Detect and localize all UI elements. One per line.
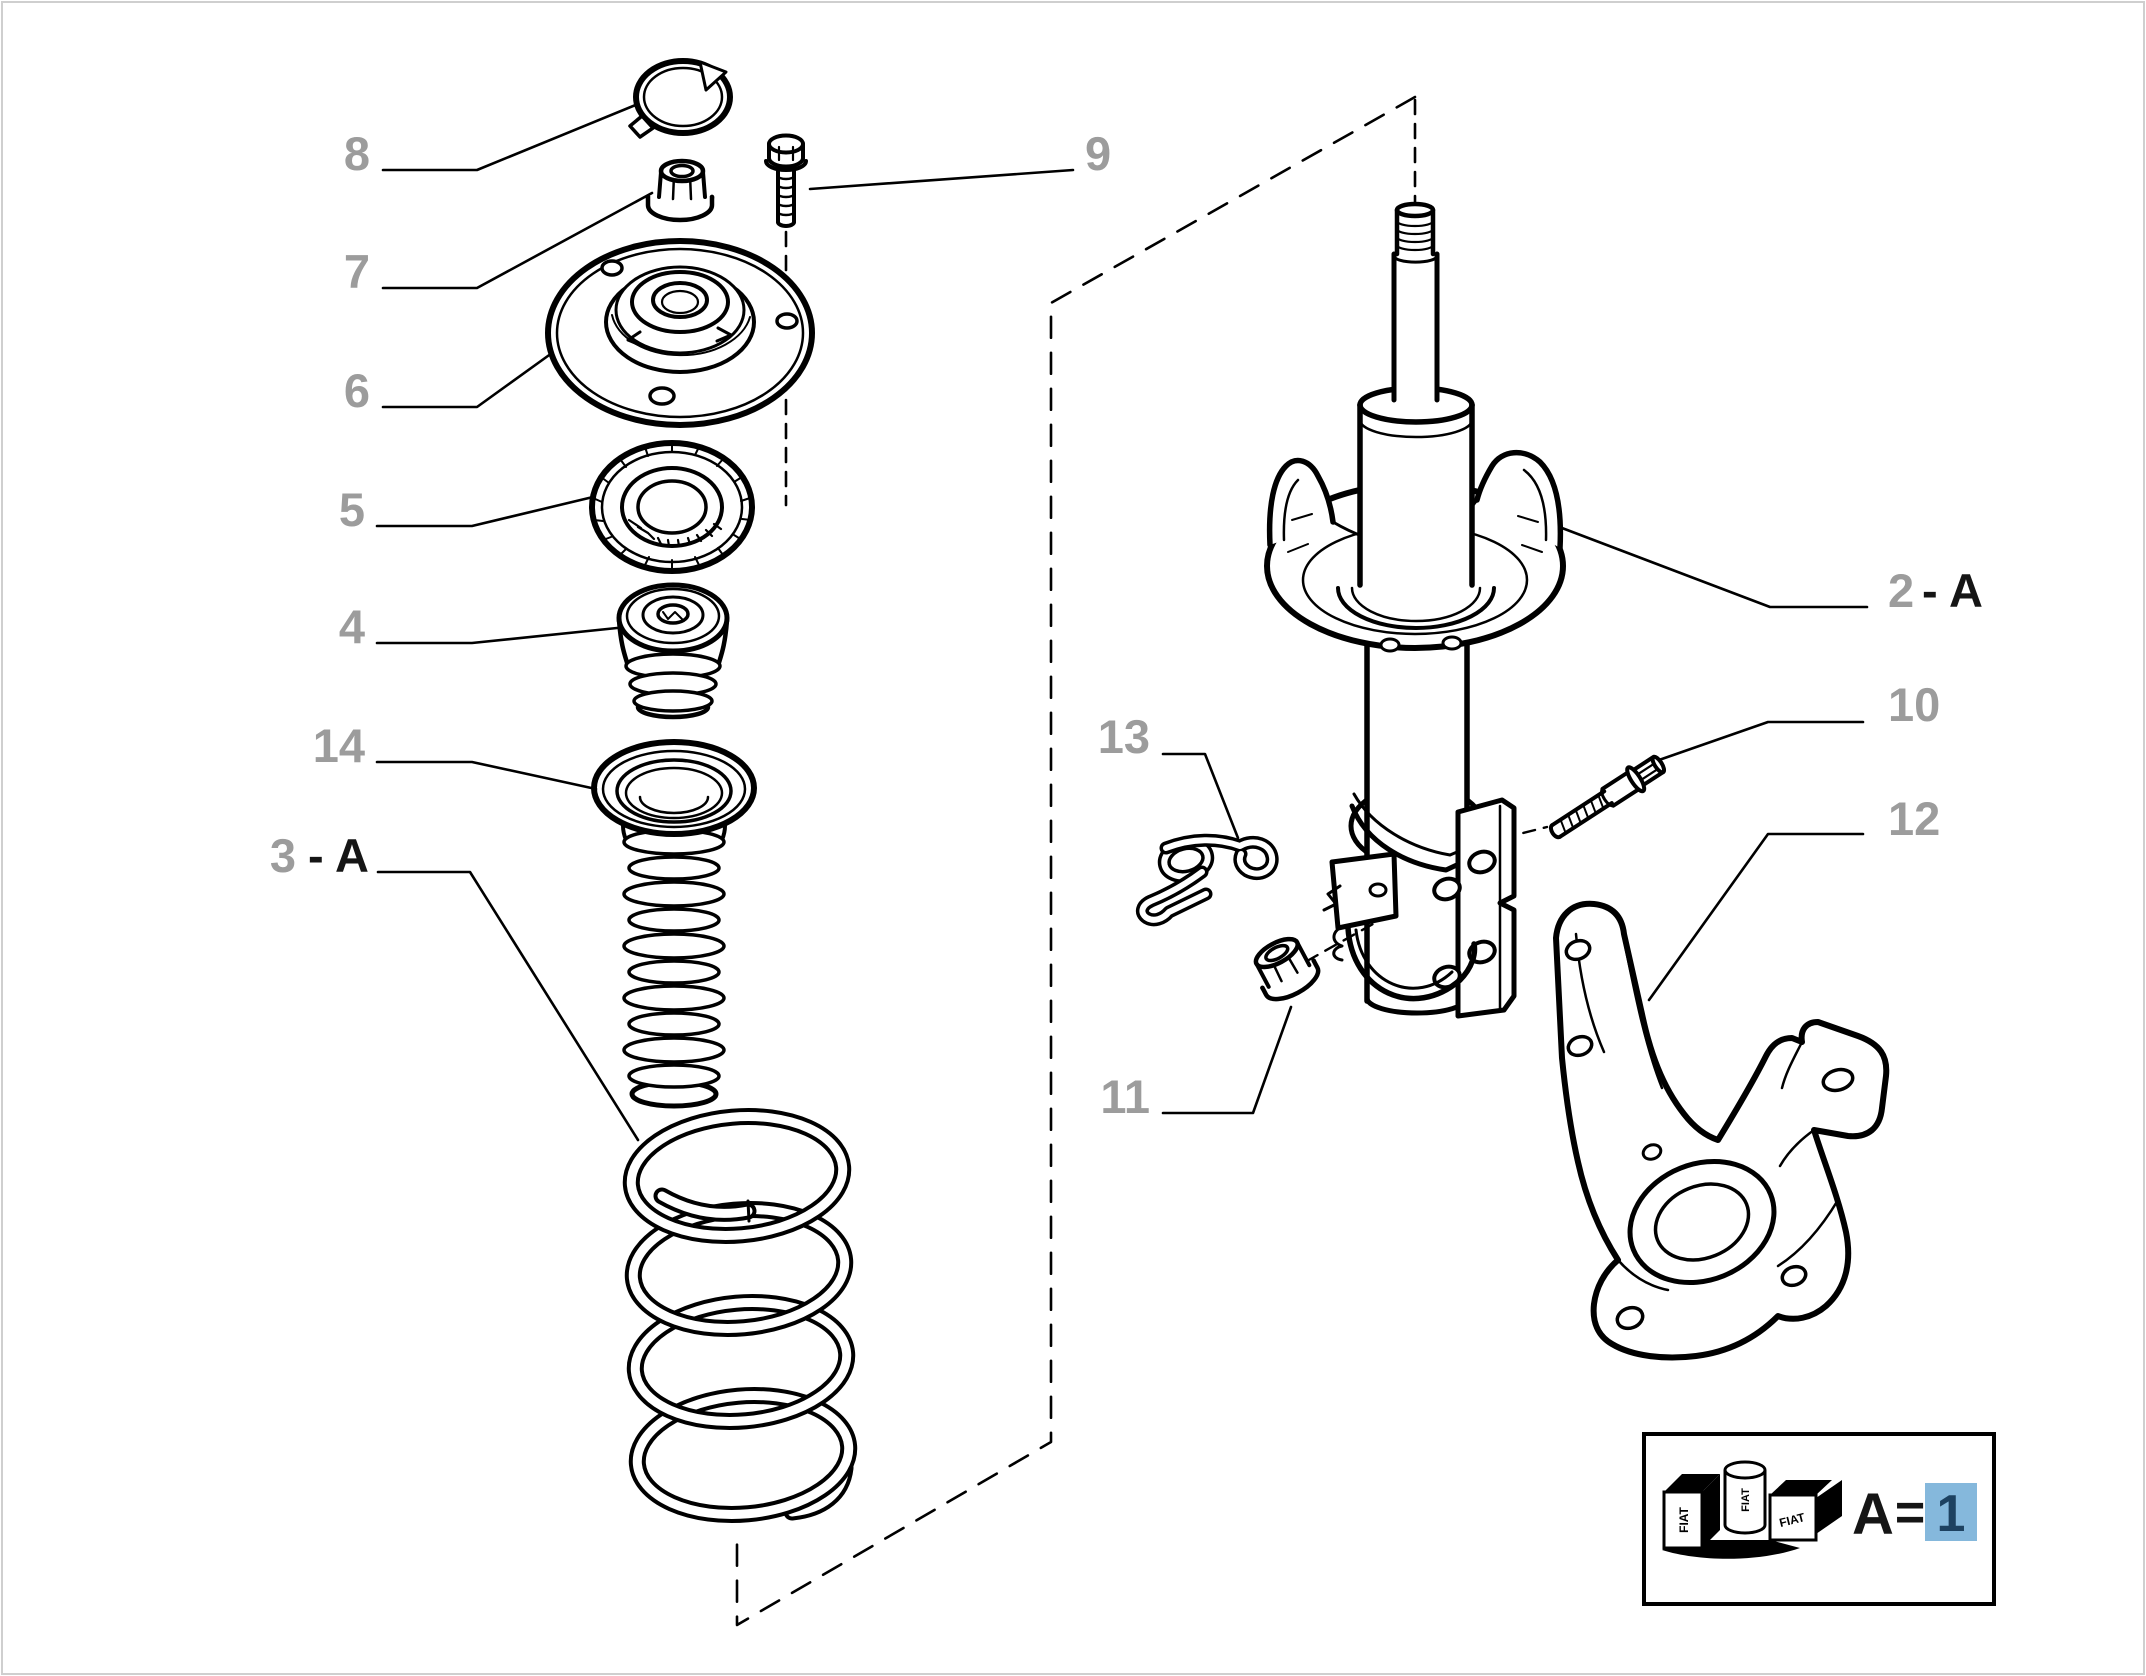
leader-14 <box>375 760 598 791</box>
strut-nut-part-7 <box>645 158 715 223</box>
callout-12: 12 <box>1888 792 1940 845</box>
leader-13 <box>1161 752 1240 840</box>
fiat-parts-icon: FIAT FIAT FIAT <box>1662 1460 1842 1559</box>
fiat-brand-left-box: FIAT <box>1677 1506 1691 1532</box>
bolt-part-9 <box>764 133 808 228</box>
strut-assembly-part-2 <box>1264 201 1566 1019</box>
divider-dashed-line <box>735 95 1417 1627</box>
legend-equals: = <box>1895 1484 1925 1542</box>
bearing-part-5 <box>589 440 755 574</box>
leader-10 <box>1657 720 1865 762</box>
callout-14: 14 <box>313 719 365 772</box>
fiat-brand-right-box: FIAT <box>1778 1510 1807 1530</box>
leader-11 <box>1161 1005 1293 1115</box>
callout-13: 13 <box>1098 710 1150 763</box>
flange-nut-part-11 <box>1253 936 1321 1002</box>
callout-6: 6 <box>344 364 370 417</box>
leader-5 <box>375 495 595 528</box>
callout-7: 7 <box>344 245 370 298</box>
leader-9 <box>808 168 1075 191</box>
leader-4 <box>375 626 619 645</box>
leader-2 <box>1560 526 1869 609</box>
callout-11: 11 <box>1100 1070 1150 1123</box>
leader-lines <box>375 102 1869 1142</box>
leader-7 <box>381 191 654 290</box>
callout-3: 3 <box>270 829 296 882</box>
legend-value-badge <box>1925 1483 1977 1541</box>
leader-6 <box>381 351 554 409</box>
spring-clip-part-13 <box>1135 833 1279 927</box>
fiat-brand-cylinder: FIAT <box>1740 1488 1752 1512</box>
callout-labels: 8 7 6 5 4 14 3 - A 9 2 - A 10 12 13 11 <box>270 127 1983 1123</box>
steering-knuckle-part-12 <box>1553 900 1890 1361</box>
legend-box: FIAT FIAT FIAT A = 1 <box>1642 1432 1996 1606</box>
pinch-bolt-part-10 <box>1548 754 1667 840</box>
callout-5: 5 <box>339 483 365 536</box>
leader-3 <box>376 870 640 1142</box>
callout-2-suffix: - A <box>1922 564 1983 617</box>
callout-10: 10 <box>1888 678 1940 731</box>
legend-variable: A <box>1852 1482 1894 1547</box>
callout-8: 8 <box>344 127 370 180</box>
leader-12 <box>1647 832 1865 1002</box>
bump-stop-part-4 <box>616 582 730 720</box>
callout-4: 4 <box>339 600 365 653</box>
callout-2: 2 <box>1888 564 1914 617</box>
legend-value: 1 <box>1937 1485 1966 1543</box>
mount-plate-part-6 <box>545 238 815 428</box>
cap-part-8 <box>628 58 733 139</box>
callout-3-suffix: - A <box>308 829 369 882</box>
leader-8 <box>381 102 640 172</box>
callout-9: 9 <box>1085 127 1111 180</box>
coil-spring-part-3 <box>622 1108 858 1523</box>
